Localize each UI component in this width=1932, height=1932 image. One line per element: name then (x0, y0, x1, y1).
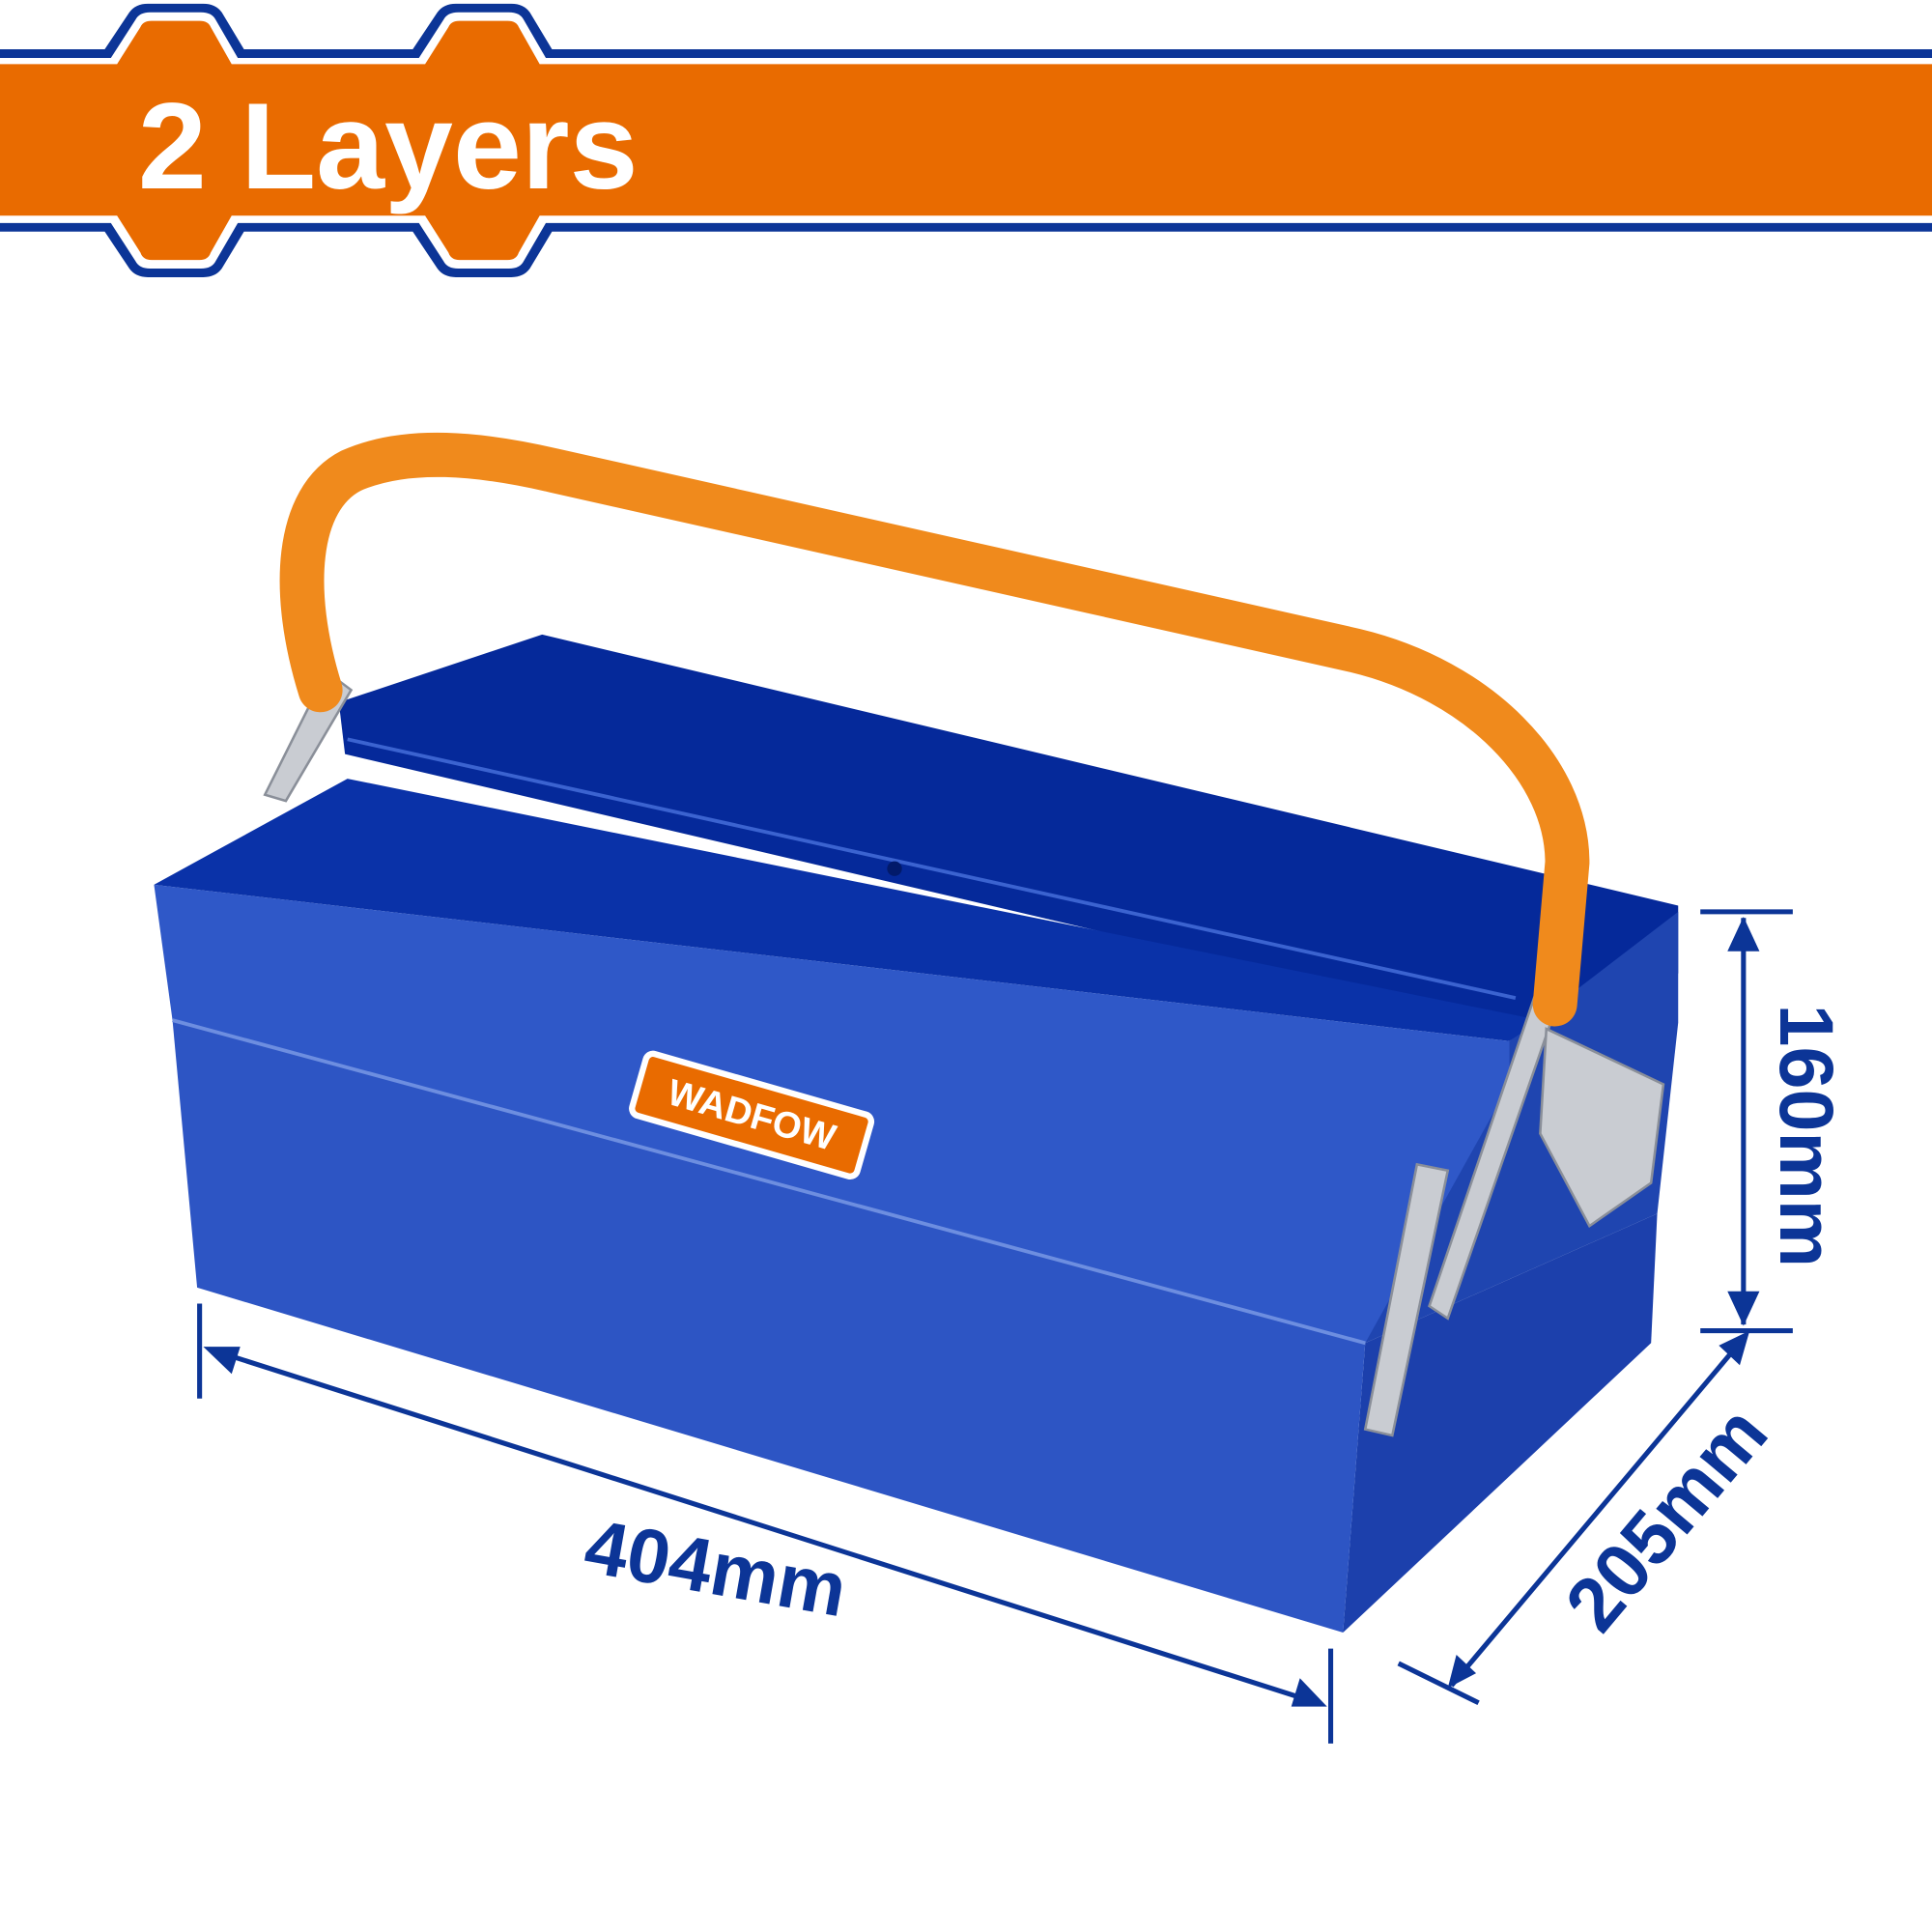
header-title: 2 Layers (138, 78, 639, 215)
latch-hinges (263, 669, 1665, 1437)
seam-line (172, 1018, 1366, 1346)
dimension-lines (197, 909, 1793, 1744)
length-label: 404mm (579, 1502, 853, 1633)
lid-hole (887, 861, 902, 876)
front-lower-face (172, 1020, 1366, 1634)
toolbox: WADFOW (154, 432, 1679, 1634)
front-lid-top (154, 779, 1541, 1041)
carry-handle (279, 432, 1590, 1027)
header-banner: 2 Layers (0, 3, 1932, 277)
lid-edge (347, 737, 1517, 1001)
height-label: 160mm (1764, 1005, 1850, 1268)
right-side-lower (1343, 1213, 1658, 1634)
banner-orange (0, 20, 1932, 261)
right-side-upper (1365, 911, 1679, 1344)
back-lid (338, 634, 1679, 1030)
